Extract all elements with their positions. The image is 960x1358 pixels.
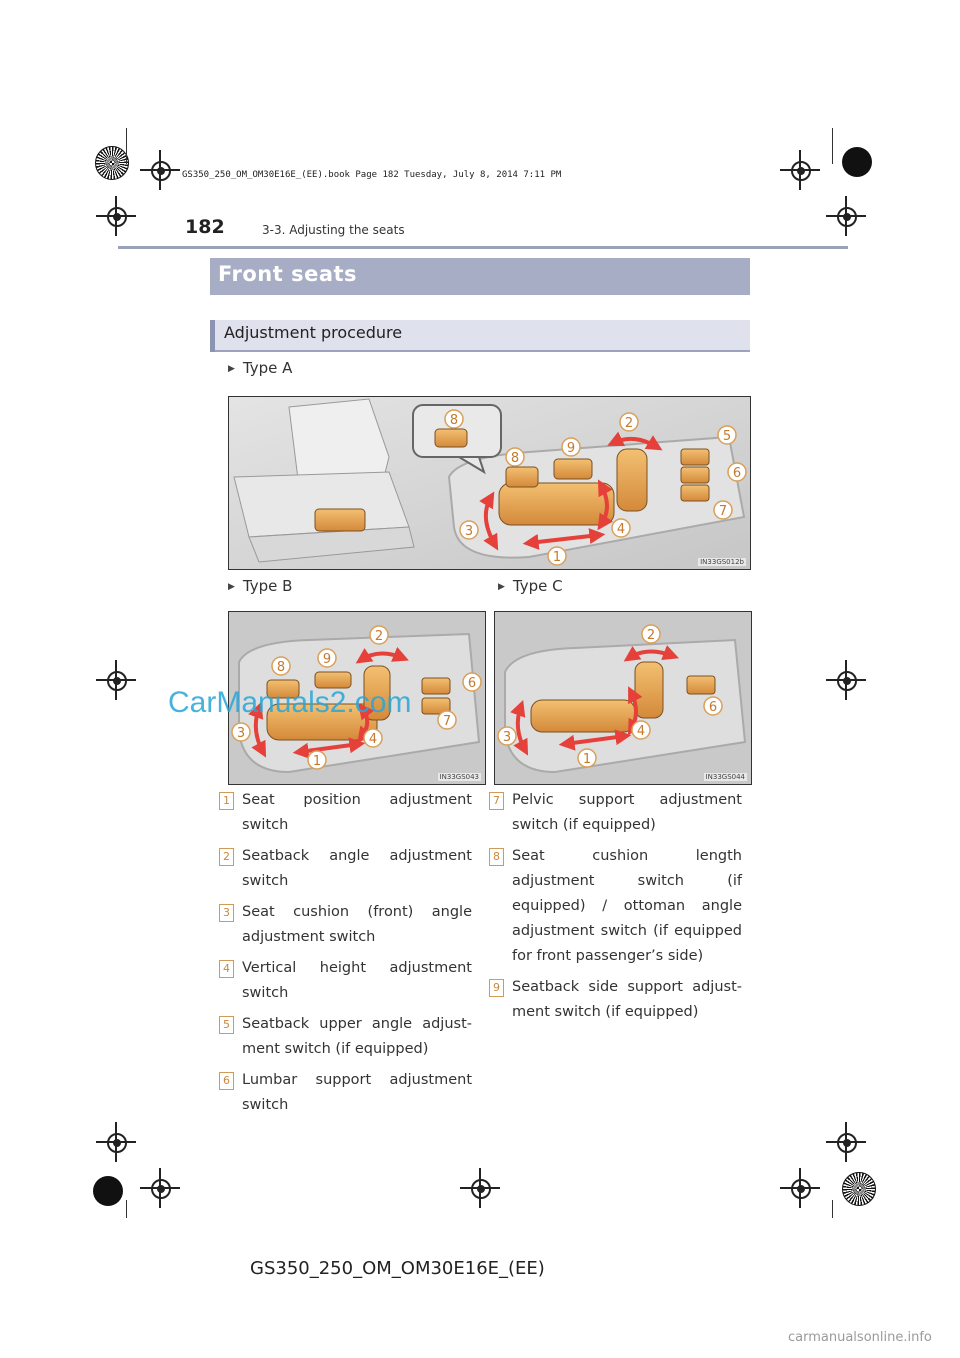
svg-text:2: 2 bbox=[647, 628, 655, 643]
svg-text:6: 6 bbox=[709, 700, 717, 715]
svg-text:4: 4 bbox=[369, 732, 377, 747]
svg-text:3: 3 bbox=[503, 730, 511, 745]
svg-text:4: 4 bbox=[617, 522, 625, 537]
svg-text:4: 4 bbox=[637, 724, 645, 739]
registration-crosshair-mark bbox=[826, 196, 866, 236]
registration-crosshair-mark bbox=[140, 1168, 180, 1208]
legend-text: Seatback angle adjustment switch bbox=[242, 848, 472, 889]
svg-text:6: 6 bbox=[468, 676, 476, 691]
legend-text: Lumbar support adjustment switch bbox=[242, 1072, 472, 1113]
registration-crosshair-mark bbox=[780, 150, 820, 190]
legend-text: Seat cushion (front) angle adjustment sw… bbox=[242, 904, 472, 945]
legend-number: 5 bbox=[219, 1016, 234, 1034]
page-number: 182 bbox=[185, 216, 225, 238]
svg-text:7: 7 bbox=[443, 714, 451, 729]
type-c-figure: 2 6 3 4 1 IN33GS044 bbox=[494, 611, 752, 785]
svg-text:7: 7 bbox=[719, 504, 727, 519]
registration-crosshair-mark bbox=[96, 660, 136, 700]
svg-text:1: 1 bbox=[583, 752, 591, 767]
legend-number: 7 bbox=[489, 792, 504, 810]
registration-dot-mark bbox=[93, 1176, 123, 1206]
type-a-illustration: 8 2 9 8 5 6 7 3 4 1 bbox=[229, 397, 750, 569]
legend-number: 3 bbox=[219, 904, 234, 922]
legend-item: 4 Vertical height adjustment switch bbox=[210, 956, 472, 1006]
svg-text:2: 2 bbox=[375, 629, 383, 644]
legend-item: 3 Seat cushion (front) angle adjustment s… bbox=[210, 900, 472, 950]
registration-crosshair-mark bbox=[96, 1122, 136, 1162]
registration-sunburst-mark bbox=[95, 146, 129, 180]
subsection-marker bbox=[210, 320, 215, 352]
watermark: CarManuals2.com bbox=[168, 686, 412, 719]
section-title: Front seats bbox=[218, 262, 358, 286]
registration-dot-mark bbox=[842, 147, 872, 177]
registration-crosshair-mark bbox=[826, 660, 866, 700]
svg-text:9: 9 bbox=[323, 652, 331, 667]
legend-number: 9 bbox=[489, 979, 504, 997]
trim-line bbox=[832, 128, 833, 164]
svg-text:8: 8 bbox=[511, 451, 519, 466]
type-b-illustration: 2 9 8 6 7 3 4 1 bbox=[229, 612, 485, 784]
type-b-label: Type B bbox=[228, 577, 293, 595]
registration-sunburst-mark bbox=[842, 1172, 876, 1206]
registration-crosshair-mark bbox=[140, 150, 180, 190]
legend-item: 6 Lumbar support adjustment switch bbox=[210, 1068, 472, 1118]
type-a-figure-code: IN33GS012b bbox=[698, 558, 746, 566]
registration-crosshair-mark bbox=[460, 1168, 500, 1208]
subsection-title-bar bbox=[210, 320, 750, 352]
legend-text: Seat cushion length adjustment switch (i… bbox=[512, 848, 742, 964]
svg-text:3: 3 bbox=[465, 524, 473, 539]
section-title-bar bbox=[210, 258, 750, 295]
legend-item: 8 Seat cushion length adjustment switch (… bbox=[480, 844, 742, 969]
section-heading: 3-3. Adjusting the seats bbox=[262, 223, 405, 237]
legend-number: 1 bbox=[219, 792, 234, 810]
trim-line bbox=[126, 128, 127, 164]
legend-item: 7 Pelvic support adjustment switch (if eq… bbox=[480, 788, 742, 838]
legend-right-column: 7 Pelvic support adjustment switch (if eq… bbox=[480, 788, 742, 1031]
registration-crosshair-mark bbox=[826, 1122, 866, 1162]
svg-text:8: 8 bbox=[277, 660, 285, 675]
type-c-label: Type C bbox=[498, 577, 563, 595]
svg-text:5: 5 bbox=[723, 429, 731, 444]
footer-doc-code: GS350_250_OM_OM30E16E_(EE) bbox=[250, 1258, 545, 1279]
legend-item: 2 Seatback angle adjustment switch bbox=[210, 844, 472, 894]
type-c-illustration: 2 6 3 4 1 bbox=[495, 612, 751, 784]
svg-text:1: 1 bbox=[553, 550, 561, 565]
legend-text: Vertical height adjustment switch bbox=[242, 960, 472, 1001]
svg-text:9: 9 bbox=[567, 441, 575, 456]
legend-text: Seatback upper angle adjust-ment switch … bbox=[242, 1016, 472, 1057]
svg-text:8: 8 bbox=[450, 413, 458, 428]
trim-line bbox=[832, 1200, 833, 1218]
svg-text:6: 6 bbox=[733, 466, 741, 481]
type-b-figure-code: IN33GS043 bbox=[437, 773, 481, 781]
registration-crosshair-mark bbox=[96, 196, 136, 236]
header-rule bbox=[118, 246, 848, 249]
site-watermark: carmanualsonline.info bbox=[788, 1330, 932, 1345]
book-info-line: GS350_250_OM_OM30E16E_(EE).book Page 182… bbox=[182, 170, 562, 180]
type-b-figure: 2 9 8 6 7 3 4 1 IN33GS043 bbox=[228, 611, 486, 785]
legend-text: Seatback side support adjust-ment switch… bbox=[512, 979, 742, 1020]
legend-text: Pelvic support adjustment switch (if equ… bbox=[512, 792, 742, 833]
legend-text: Seat position adjustment switch bbox=[242, 792, 472, 833]
subsection-title: Adjustment procedure bbox=[224, 323, 403, 342]
legend-item: 1 Seat position adjustment switch bbox=[210, 788, 472, 838]
legend-number: 2 bbox=[219, 848, 234, 866]
type-a-figure: 8 2 9 8 5 6 7 3 4 1 IN33GS012b bbox=[228, 396, 751, 570]
legend-item: 9 Seatback side support adjust-ment switc… bbox=[480, 975, 742, 1025]
legend-number: 8 bbox=[489, 848, 504, 866]
legend-number: 6 bbox=[219, 1072, 234, 1090]
trim-line bbox=[126, 1200, 127, 1218]
type-a-label: Type A bbox=[228, 359, 292, 377]
registration-crosshair-mark bbox=[780, 1168, 820, 1208]
legend-number: 4 bbox=[219, 960, 234, 978]
type-c-figure-code: IN33GS044 bbox=[703, 773, 747, 781]
svg-text:1: 1 bbox=[313, 754, 321, 769]
svg-text:2: 2 bbox=[625, 416, 633, 431]
legend-item: 5 Seatback upper angle adjust-ment switch… bbox=[210, 1012, 472, 1062]
svg-text:3: 3 bbox=[237, 726, 245, 741]
